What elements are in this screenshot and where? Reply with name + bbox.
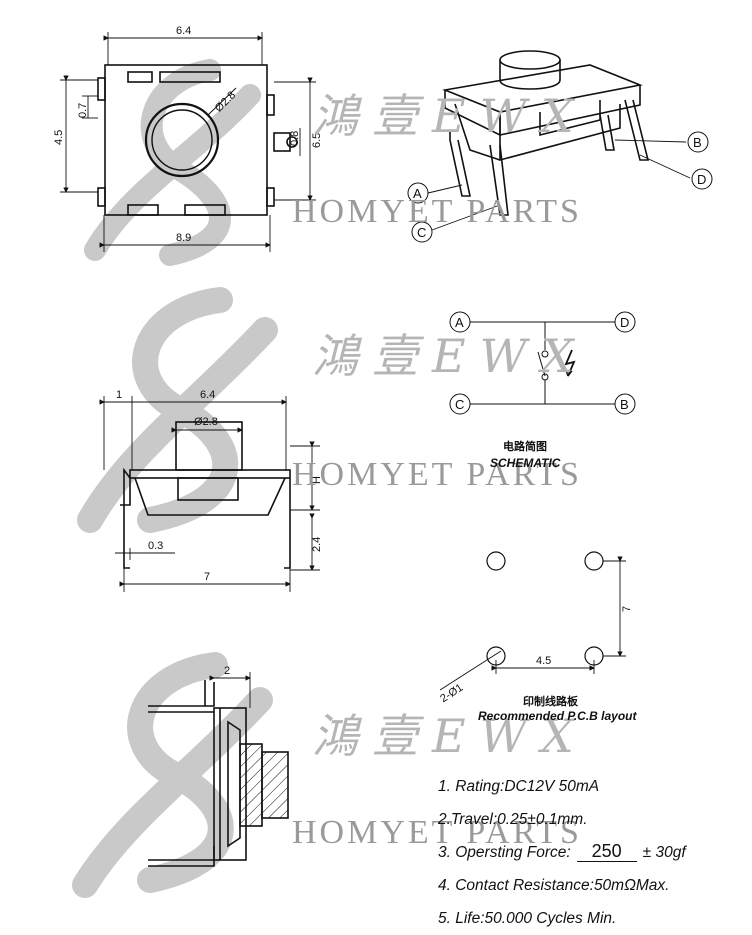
top-view-drawing xyxy=(97,64,298,216)
top-dim-height-right: 6.5 xyxy=(311,133,323,148)
spec-travel: 2.Travel:0.25±0.1mm. xyxy=(438,811,588,828)
pcb-layout-drawing xyxy=(486,551,604,666)
side-dim-total: 7 xyxy=(204,571,210,583)
iso-view-leaders xyxy=(427,139,691,231)
schematic-terminal-a: A xyxy=(449,311,471,333)
watermark-brand-cn-3: 鴻壹EWX xyxy=(312,709,588,763)
top-dim-small-left: 0.7 xyxy=(77,103,89,118)
side-view-drawing xyxy=(120,421,291,569)
schematic-terminal-b: B xyxy=(614,393,636,415)
watermark-logo-2 xyxy=(77,287,278,533)
iso-label-c: C xyxy=(411,221,433,243)
iso-label-b: B xyxy=(687,131,709,153)
schematic-terminal-d: D xyxy=(614,311,636,333)
iso-view-drawing xyxy=(442,50,650,216)
side-dim-base-height: 2.4 xyxy=(311,537,323,552)
watermark-brand-cn-2: 鴻壹EWX xyxy=(312,329,588,383)
drawing-canvas: 6.4 Ø2.8 4.5 0.7 6.5 0.8 8.9 A C B xyxy=(53,25,713,898)
svg-text:A: A xyxy=(455,315,464,330)
spec-force: 3. Opersting Force: 250 ± 30gf xyxy=(438,836,686,869)
side-dim-pin: 0.3 xyxy=(148,540,163,552)
schematic-caption-cn: 电路简图 xyxy=(503,441,547,453)
spec-force-tolerance: ± 30gf xyxy=(642,844,686,861)
watermark-brand-en-2: HOMYET PARTS xyxy=(292,456,582,493)
watermark-brand-en-3: HOMYET PARTS xyxy=(292,814,582,851)
top-dim-total-width: 8.9 xyxy=(176,232,191,244)
pcb-dim-horizontal: 4.5 xyxy=(536,655,551,667)
svg-text:D: D xyxy=(620,315,629,330)
svg-text:B: B xyxy=(620,397,629,412)
svg-text:A: A xyxy=(413,186,422,201)
watermark-logo-3 xyxy=(72,652,273,898)
spec-rating: 1. Rating:DC12V 50mA xyxy=(438,778,600,795)
side-dim-width: 6.4 xyxy=(200,389,215,401)
watermark-brand-en-1: HOMYET PARTS xyxy=(292,193,582,230)
svg-text:D: D xyxy=(697,172,706,187)
end-view-dimensions xyxy=(209,672,251,708)
spec-resistance: 4. Contact Resistance:50mΩMax. xyxy=(438,877,670,894)
top-dim-small-right: 0.8 xyxy=(289,131,301,146)
svg-text:B: B xyxy=(693,135,702,150)
end-dim-width: 2 xyxy=(224,665,230,677)
side-dim-h: H xyxy=(311,476,323,484)
spec-force-value: 250 xyxy=(576,841,637,862)
pcb-caption-cn: 印制线路板 xyxy=(523,696,578,708)
svg-text:C: C xyxy=(455,397,464,412)
pcb-dim-vertical: 7 xyxy=(621,606,633,612)
iso-label-d: D xyxy=(691,168,713,190)
spec-life: 5. Life:50.000 Cycles Min. xyxy=(438,910,617,927)
spec-list: 1. Rating:DC12V 50mA 2.Travel:0.25±0.1mm… xyxy=(438,770,686,935)
side-dim-diameter: Ø2.8 xyxy=(194,416,218,428)
spec-force-label: 3. Opersting Force: xyxy=(438,844,571,861)
top-dim-width: 6.4 xyxy=(176,25,191,37)
side-dim-top-offset: 1 xyxy=(116,389,122,401)
pcb-layout-dimensions xyxy=(439,556,626,691)
end-view-drawing xyxy=(148,680,289,867)
svg-text:C: C xyxy=(417,225,426,240)
top-view-dimensions xyxy=(60,32,316,252)
pcb-caption-en: Recommended P.C.B layout xyxy=(478,709,637,723)
top-dim-height-left: 4.5 xyxy=(53,130,65,145)
schematic-terminal-c: C xyxy=(449,393,471,415)
side-view-dimensions xyxy=(99,396,320,592)
schematic-drawing xyxy=(470,321,615,405)
schematic-caption-en: SCHEMATIC xyxy=(490,456,561,470)
watermark-brand-cn-1: 鴻壹EWX xyxy=(312,89,588,143)
iso-label-a: A xyxy=(407,182,429,204)
